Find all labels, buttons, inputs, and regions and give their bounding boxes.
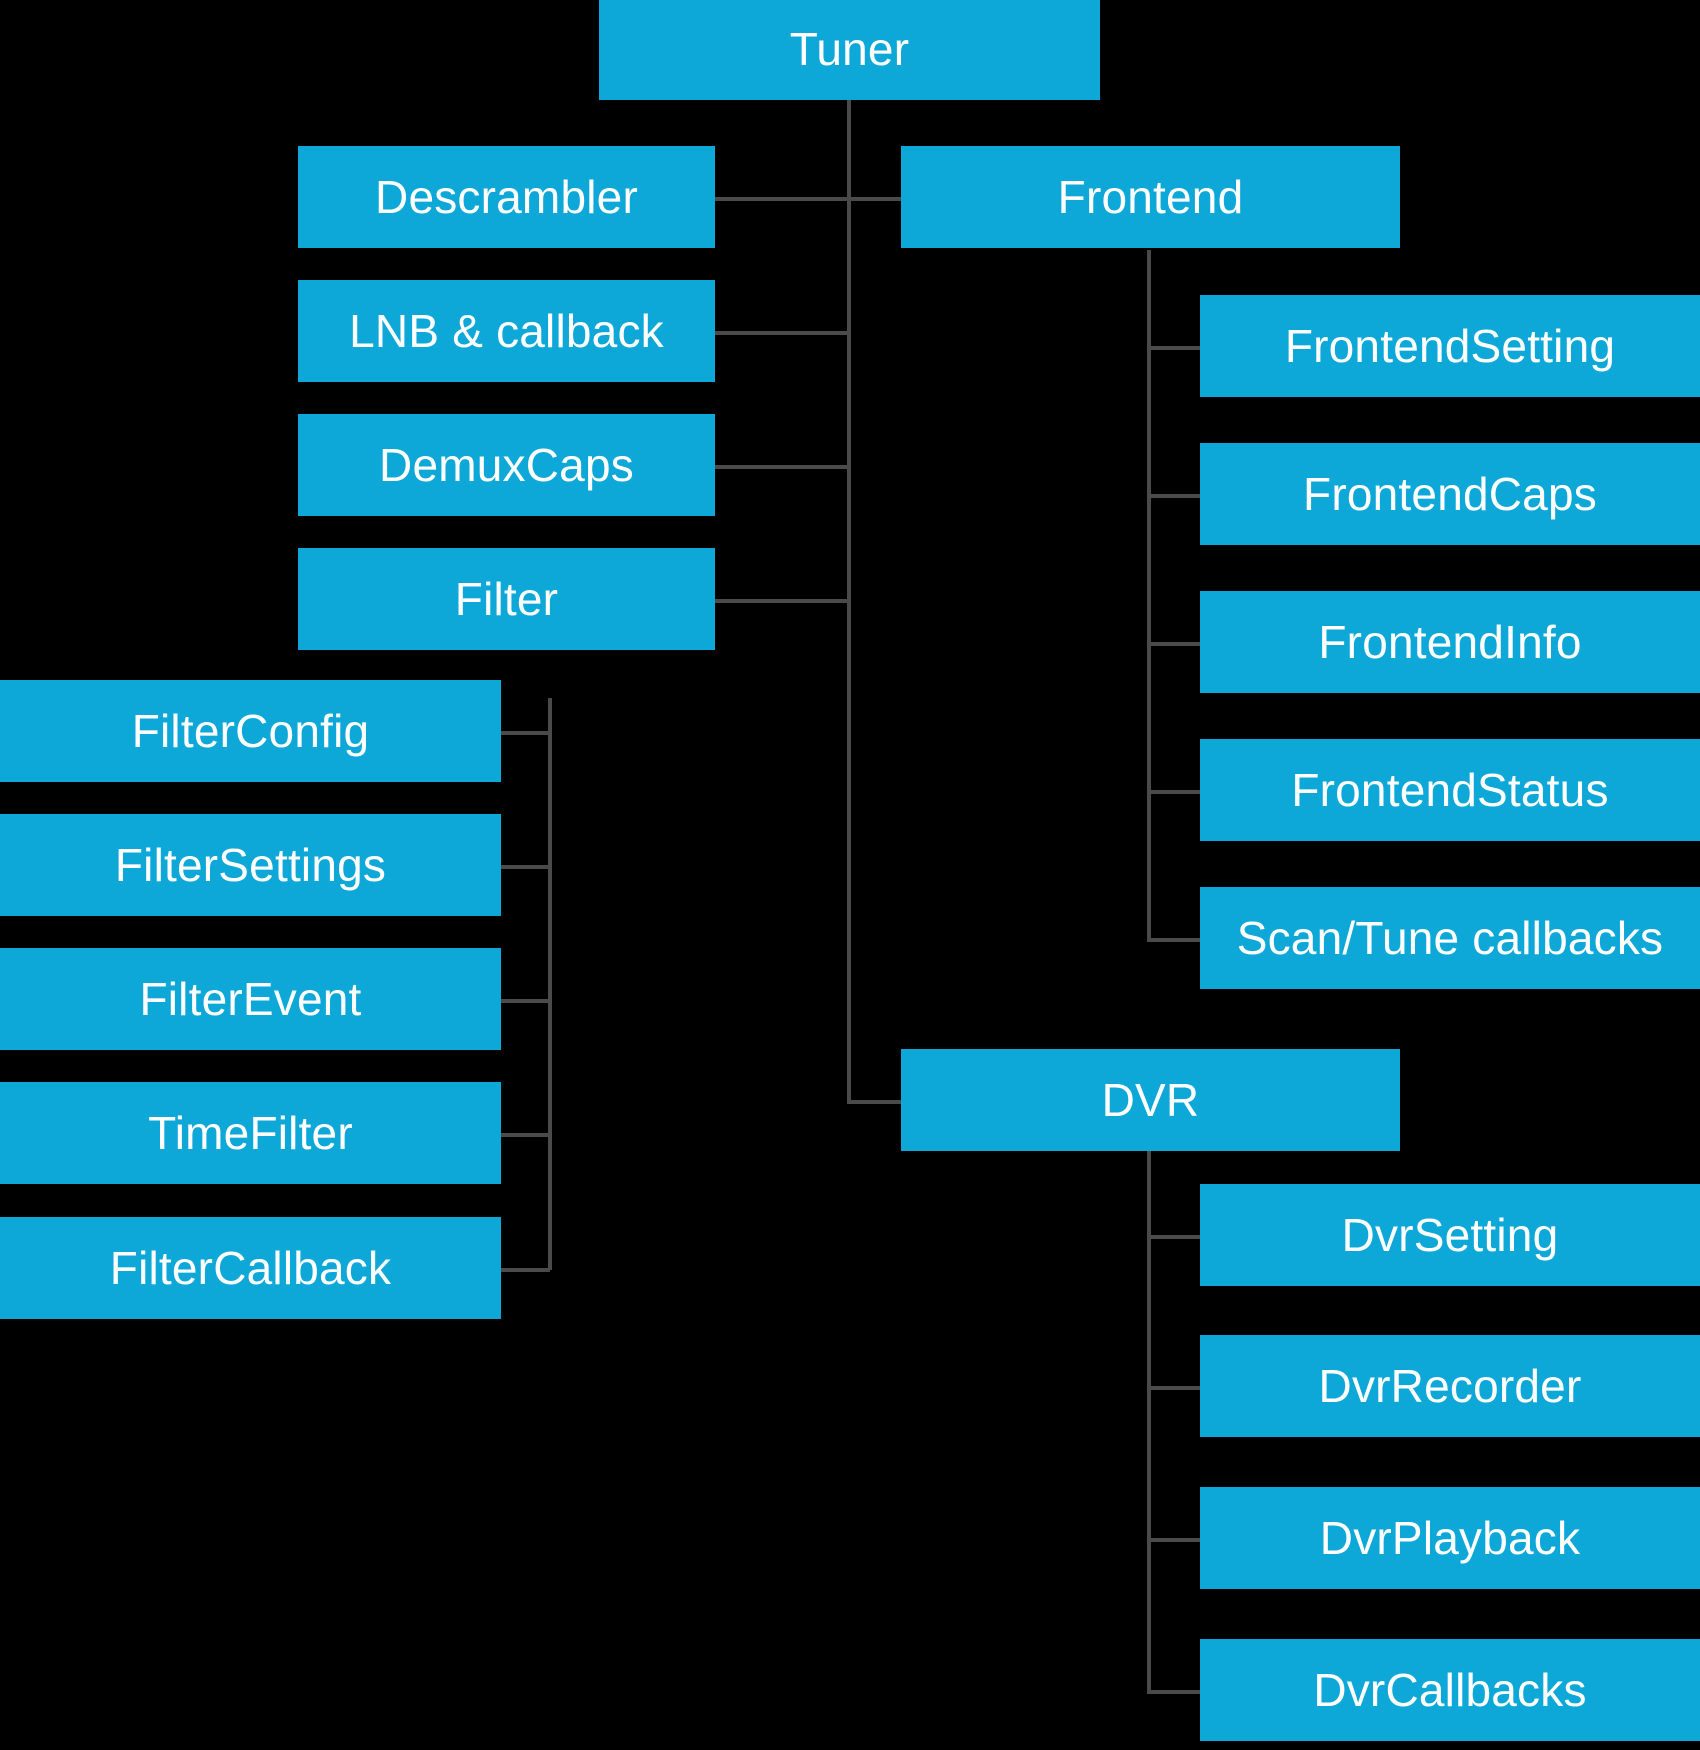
node-timefilter[interactable]: TimeFilter — [0, 1082, 501, 1184]
edge-filter-to-child-0 — [501, 731, 550, 735]
node-label: FilterCallback — [109, 1242, 392, 1294]
node-label: FilterSettings — [114, 839, 387, 891]
edge-tuner-to-lnb — [715, 331, 849, 335]
node-lnb-callback[interactable]: LNB & callback — [298, 280, 715, 382]
node-filterconfig[interactable]: FilterConfig — [0, 680, 501, 782]
node-tuner[interactable]: Tuner — [599, 0, 1100, 100]
edge-filter-to-child-1 — [501, 865, 550, 869]
node-dvrrecorder[interactable]: DvrRecorder — [1200, 1335, 1700, 1437]
edge-tuner-to-descrambler — [715, 197, 849, 201]
node-label: Filter — [454, 573, 559, 625]
edge-filter-to-child-4 — [501, 1268, 550, 1272]
node-label: FrontendInfo — [1318, 616, 1582, 668]
edge-dvr-to-child-3 — [1147, 1690, 1200, 1694]
edge-tuner-to-dvr — [847, 1100, 903, 1104]
node-demuxcaps[interactable]: DemuxCaps — [298, 414, 715, 516]
node-filter[interactable]: Filter — [298, 548, 715, 650]
node-label: DvrCallbacks — [1313, 1664, 1587, 1716]
edge-tuner-to-demuxcaps — [715, 465, 849, 469]
node-scan-tune-callbacks[interactable]: Scan/Tune callbacks — [1200, 887, 1700, 989]
node-label: FrontendCaps — [1303, 468, 1597, 520]
node-label: DemuxCaps — [379, 439, 634, 491]
edge-frontend-to-child-1 — [1147, 494, 1200, 498]
edge-frontend-to-child-0 — [1147, 346, 1200, 350]
edge-dvr-trunk — [1147, 1150, 1151, 1692]
node-descrambler[interactable]: Descrambler — [298, 146, 715, 248]
node-dvrsetting[interactable]: DvrSetting — [1200, 1184, 1700, 1286]
edge-frontend-to-child-4 — [1147, 938, 1200, 942]
edge-dvr-to-child-0 — [1147, 1235, 1200, 1239]
node-dvr[interactable]: DVR — [901, 1049, 1400, 1151]
node-label: DvrPlayback — [1319, 1512, 1581, 1564]
edge-filter-to-child-3 — [501, 1133, 550, 1137]
node-frontend[interactable]: Frontend — [901, 146, 1400, 248]
node-frontendinfo[interactable]: FrontendInfo — [1200, 591, 1700, 693]
node-frontendsetting[interactable]: FrontendSetting — [1200, 295, 1700, 397]
node-label: Descrambler — [375, 171, 638, 223]
node-filtersettings[interactable]: FilterSettings — [0, 814, 501, 916]
node-frontendcaps[interactable]: FrontendCaps — [1200, 443, 1700, 545]
edge-dvr-to-child-2 — [1147, 1538, 1200, 1542]
node-label: DvrRecorder — [1318, 1360, 1582, 1412]
node-dvrcallbacks[interactable]: DvrCallbacks — [1200, 1639, 1700, 1741]
node-frontendstatus[interactable]: FrontendStatus — [1200, 739, 1700, 841]
node-label: DvrSetting — [1341, 1209, 1559, 1261]
node-dvrplayback[interactable]: DvrPlayback — [1200, 1487, 1700, 1589]
edge-dvr-to-child-1 — [1147, 1386, 1200, 1390]
node-label: FilterEvent — [139, 973, 362, 1025]
node-label: Frontend — [1057, 171, 1244, 223]
node-filtercallback[interactable]: FilterCallback — [0, 1217, 501, 1319]
node-label: FilterConfig — [131, 705, 370, 757]
node-label: FrontendSetting — [1284, 320, 1616, 372]
edge-tuner-to-frontend — [847, 197, 903, 201]
node-label: LNB & callback — [349, 305, 664, 357]
edge-frontend-trunk — [1147, 250, 1151, 940]
node-label: Tuner — [789, 23, 910, 75]
edge-filter-to-child-2 — [501, 999, 550, 1003]
node-label: DVR — [1101, 1074, 1200, 1126]
edge-tuner-trunk — [847, 100, 851, 1102]
edge-frontend-to-child-2 — [1147, 642, 1200, 646]
node-label: FrontendStatus — [1291, 764, 1609, 816]
node-filterevent[interactable]: FilterEvent — [0, 948, 501, 1050]
edge-filter-trunk — [548, 698, 552, 1270]
node-label: TimeFilter — [148, 1107, 353, 1159]
node-label: Scan/Tune callbacks — [1236, 912, 1664, 964]
edge-tuner-to-filter — [715, 599, 849, 603]
edge-frontend-to-child-3 — [1147, 790, 1200, 794]
